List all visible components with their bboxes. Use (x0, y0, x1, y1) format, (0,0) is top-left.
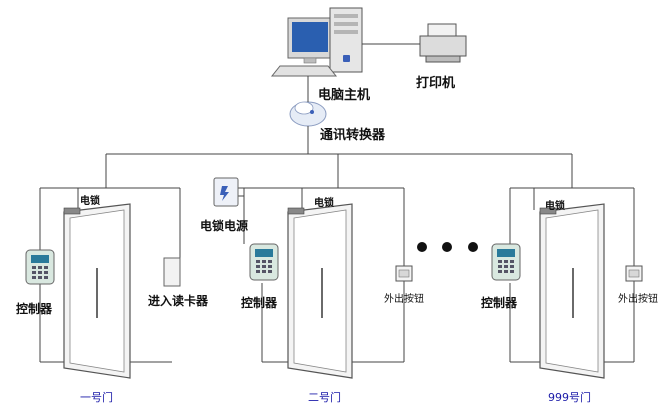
door-3-label: 999号门 (548, 391, 591, 404)
reader-label: 进入读卡器 (148, 294, 209, 308)
lock-power-label: 电锁电源 (200, 219, 249, 233)
host-label: 电脑主机 (318, 88, 371, 103)
door-1-label: 一号门 (80, 391, 113, 404)
lock-icon (63, 207, 81, 215)
controller-1-label: 控制器 (16, 302, 53, 316)
printer-icon (419, 23, 467, 63)
converter-icon (289, 101, 327, 127)
controller-3-label: 控制器 (481, 296, 518, 310)
card-reader-icon (163, 257, 181, 287)
exit-button-2-icon (395, 265, 413, 282)
power-supply-icon (213, 177, 239, 207)
lock-1-label: 电锁 (80, 196, 100, 207)
lock-3-label: 电锁 (545, 201, 565, 212)
door-2-label: 二号门 (308, 391, 341, 404)
exit-button-2-label: 外出按钮 (384, 294, 424, 305)
lock-icon (287, 207, 305, 215)
controller-3-icon (491, 243, 521, 281)
controller-2-icon (249, 243, 279, 281)
exit-button-3-icon (625, 265, 643, 282)
computer-icon (270, 7, 363, 77)
ellipsis-dots (417, 242, 478, 252)
door-2 (287, 203, 353, 379)
controller-1-icon (25, 249, 55, 285)
converter-label: 通讯转换器 (320, 128, 386, 143)
door-1 (63, 203, 131, 379)
door-3 (539, 203, 605, 379)
lock-2-label: 电锁 (314, 198, 334, 209)
printer-label: 打印机 (416, 76, 456, 91)
controller-2-label: 控制器 (241, 296, 278, 310)
exit-button-3-label: 外出按钮 (618, 294, 658, 305)
lock-icon (539, 207, 557, 215)
